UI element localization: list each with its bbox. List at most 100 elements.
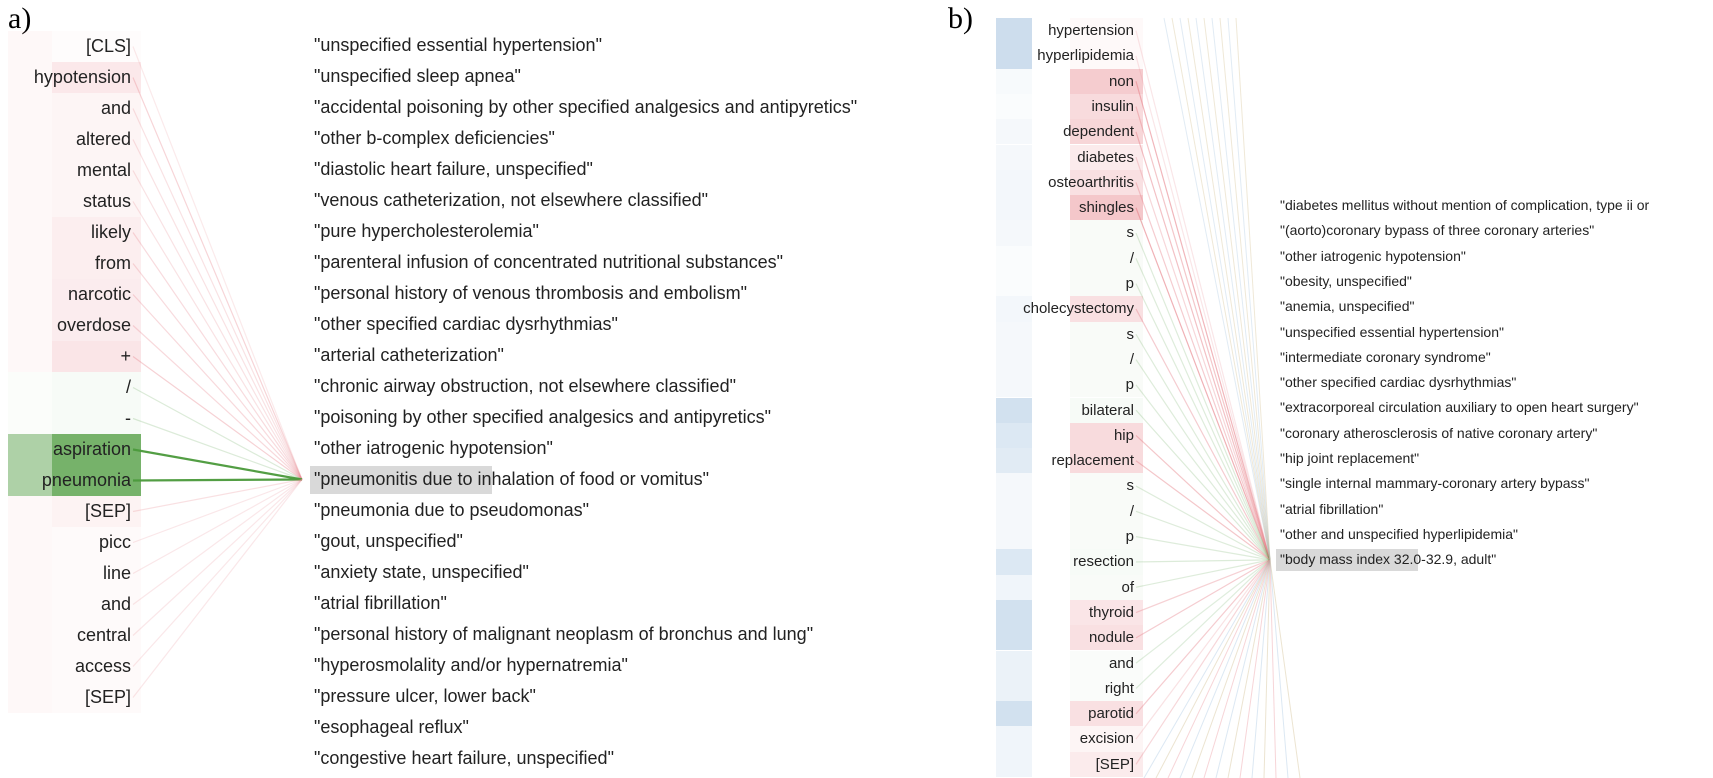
token-side-cell <box>996 448 1032 474</box>
fan-line <box>1167 559 1271 778</box>
token-side-cell <box>996 726 1032 752</box>
token-side-cell <box>8 651 52 682</box>
code-label[interactable]: "diastolic heart failure, unspecified" <box>314 159 593 179</box>
code-label[interactable]: "coronary atherosclerosis of native coro… <box>1280 424 1598 441</box>
code-label[interactable]: "body mass index 32.0-32.9, adult" <box>1280 551 1497 568</box>
token-weight-cell <box>1070 93 1143 120</box>
code-label[interactable]: "unspecified sleep apnea" <box>314 66 521 86</box>
token-side-cell <box>996 524 1032 550</box>
token-label: s <box>1126 477 1135 495</box>
token-side-cell <box>8 558 52 589</box>
token-label: [SEP] <box>84 501 131 521</box>
token-label: likely <box>90 222 131 242</box>
connection-line <box>1135 559 1271 715</box>
code-label[interactable]: "pure hypercholesterolemia" <box>314 221 539 241</box>
token-label: replacement <box>1051 452 1134 470</box>
token-weight-cell <box>1070 68 1143 94</box>
code-label[interactable]: "extracorporeal circulation auxiliary to… <box>1280 399 1639 416</box>
token-side-cell <box>996 119 1032 145</box>
code-label[interactable]: "other iatrogenic hypotension" <box>1280 247 1466 264</box>
code-label[interactable]: "hip joint replacement" <box>1280 450 1420 466</box>
code-label[interactable]: "unspecified essential hypertension" <box>314 35 602 55</box>
token-weight-cell <box>52 558 141 589</box>
code-label[interactable]: "accidental poisoning by other specified… <box>314 97 858 117</box>
token-label: nodule <box>1088 629 1134 647</box>
fan-line <box>1203 17 1271 560</box>
token-weight-cell <box>52 403 141 434</box>
fan-line <box>1219 17 1271 560</box>
code-label[interactable]: "obesity, unspecified" <box>1280 272 1412 289</box>
connection-line <box>1135 559 1271 689</box>
connection-line <box>1135 559 1271 563</box>
fan-line <box>1263 559 1271 778</box>
token-label: parotid <box>1088 705 1134 723</box>
connection-line <box>1135 232 1271 561</box>
token-side-cell <box>8 124 52 155</box>
connection-line <box>1135 207 1271 561</box>
connection-line <box>1135 435 1271 561</box>
connection-line <box>1135 359 1271 561</box>
token-side-cell <box>8 682 52 713</box>
code-label[interactable]: "venous catheterization, not elsewhere c… <box>314 190 708 210</box>
connection-line <box>132 417 303 481</box>
connection-line <box>1135 559 1271 664</box>
token-label: + <box>120 346 131 366</box>
token-label: s <box>1126 325 1135 343</box>
code-label[interactable]: "gout, unspecified" <box>314 531 463 551</box>
token-label: hip <box>1113 426 1134 444</box>
token-side-cell <box>996 245 1032 271</box>
code-label[interactable]: "parenteral infusion of concentrated nut… <box>314 252 784 272</box>
token-side-cell <box>996 93 1032 120</box>
connection-line <box>1135 81 1271 561</box>
code-label[interactable]: "diabetes mellitus without mention of co… <box>1280 197 1650 213</box>
token-weight-cell <box>1070 549 1143 575</box>
code-label[interactable]: "pressure ulcer, lower back" <box>314 686 536 706</box>
token-label: resection <box>1073 553 1134 571</box>
code-label[interactable]: "atrial fibrillation" <box>314 593 447 613</box>
code-label[interactable]: "congestive heart failure, unspecified" <box>314 748 614 768</box>
connection-line <box>1135 283 1271 561</box>
code-label[interactable]: "atrial fibrillation" <box>1280 500 1384 517</box>
code-label[interactable]: "personal history of venous thrombosis a… <box>314 283 747 303</box>
code-label[interactable]: "hyperosmolality and/or hypernatremia" <box>314 655 628 675</box>
code-label[interactable]: "intermediate coronary syndrome" <box>1280 348 1491 365</box>
token-label: hypertension <box>1048 22 1134 39</box>
code-label[interactable]: "anxiety state, unspecified" <box>314 562 529 582</box>
code-label[interactable]: "other b-complex deficiencies" <box>314 128 555 148</box>
code-label[interactable]: "chronic airway obstruction, not elsewhe… <box>314 376 736 396</box>
token-side-cell <box>996 625 1032 651</box>
connection-line <box>1135 182 1271 561</box>
token-weight-cell <box>52 310 141 341</box>
token-weight-cell <box>52 341 141 372</box>
code-label[interactable]: "other specified cardiac dysrhythmias" <box>314 314 618 334</box>
code-label[interactable]: "other iatrogenic hypotension" <box>314 438 553 458</box>
code-label[interactable]: "(aorto)coronary bypass of three coronar… <box>1280 222 1595 239</box>
code-label[interactable]: "personal history of malignant neoplasm … <box>314 624 814 644</box>
connection-line <box>132 139 303 480</box>
token-weight-cell <box>52 248 141 279</box>
connection-line <box>1135 559 1271 639</box>
token-label: insulin <box>1091 97 1134 115</box>
connection-line <box>132 479 303 698</box>
token-side-cell <box>996 498 1032 524</box>
code-label[interactable]: "poisoning by other specified analgesics… <box>314 407 772 427</box>
token-side-cell <box>996 599 1032 626</box>
code-label[interactable]: "esophageal reflux" <box>314 717 469 737</box>
token-label: central <box>76 625 131 645</box>
token-label: and <box>100 594 131 614</box>
code-label[interactable]: "pneumonitis due to inhalation of food o… <box>314 469 710 489</box>
connection-line <box>132 46 303 480</box>
code-label[interactable]: "anemia, unspecified" <box>1280 298 1415 315</box>
token-side-cell <box>8 310 52 341</box>
connection-line <box>132 478 303 482</box>
code-label[interactable]: "unspecified essential hypertension" <box>1280 323 1504 340</box>
code-label[interactable]: "other specified cardiac dysrhythmias" <box>1280 374 1517 391</box>
fan-line <box>1251 559 1271 778</box>
token-label: non <box>1108 72 1134 90</box>
code-label[interactable]: "arterial catheterization" <box>314 345 504 365</box>
code-label[interactable]: "other and unspecified hyperlipidemia" <box>1280 525 1518 542</box>
code-label[interactable]: "pneumonia due to pseudomonas" <box>314 500 589 520</box>
code-label[interactable]: "single internal mammary-coronary artery… <box>1280 475 1590 492</box>
token-side-cell <box>8 279 52 310</box>
